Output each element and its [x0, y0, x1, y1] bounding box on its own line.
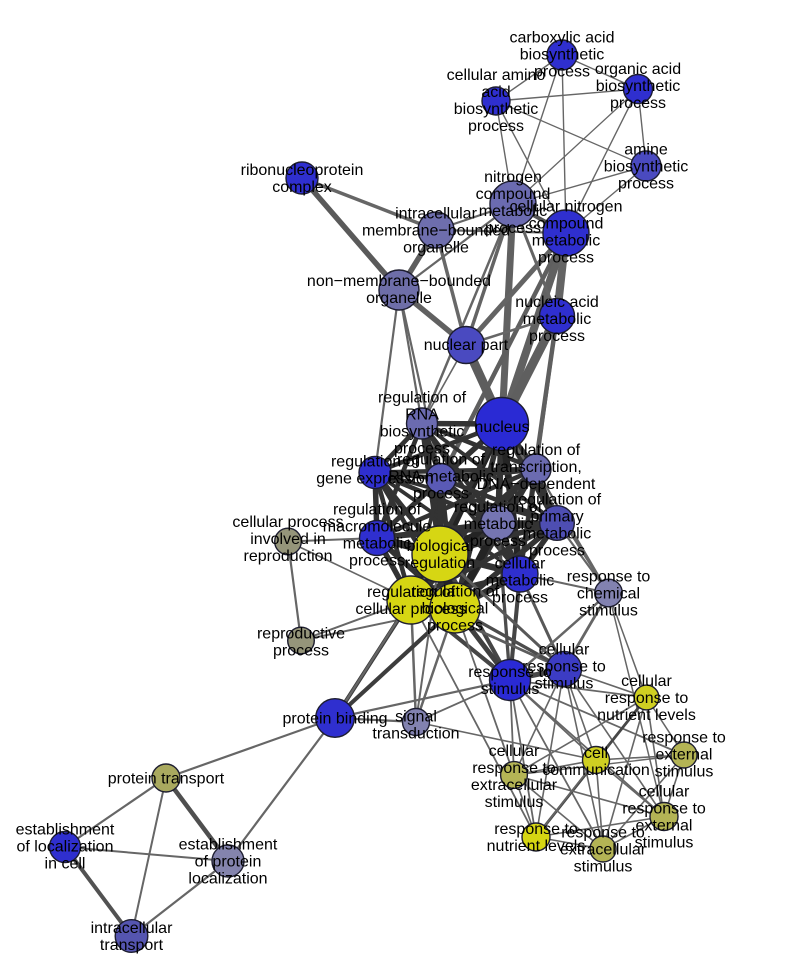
svg-text:protein transport: protein transport [108, 771, 225, 788]
svg-text:nuclear part: nuclear part [424, 337, 509, 354]
svg-text:nucleus: nucleus [474, 419, 529, 436]
svg-text:protein binding: protein binding [283, 711, 388, 728]
